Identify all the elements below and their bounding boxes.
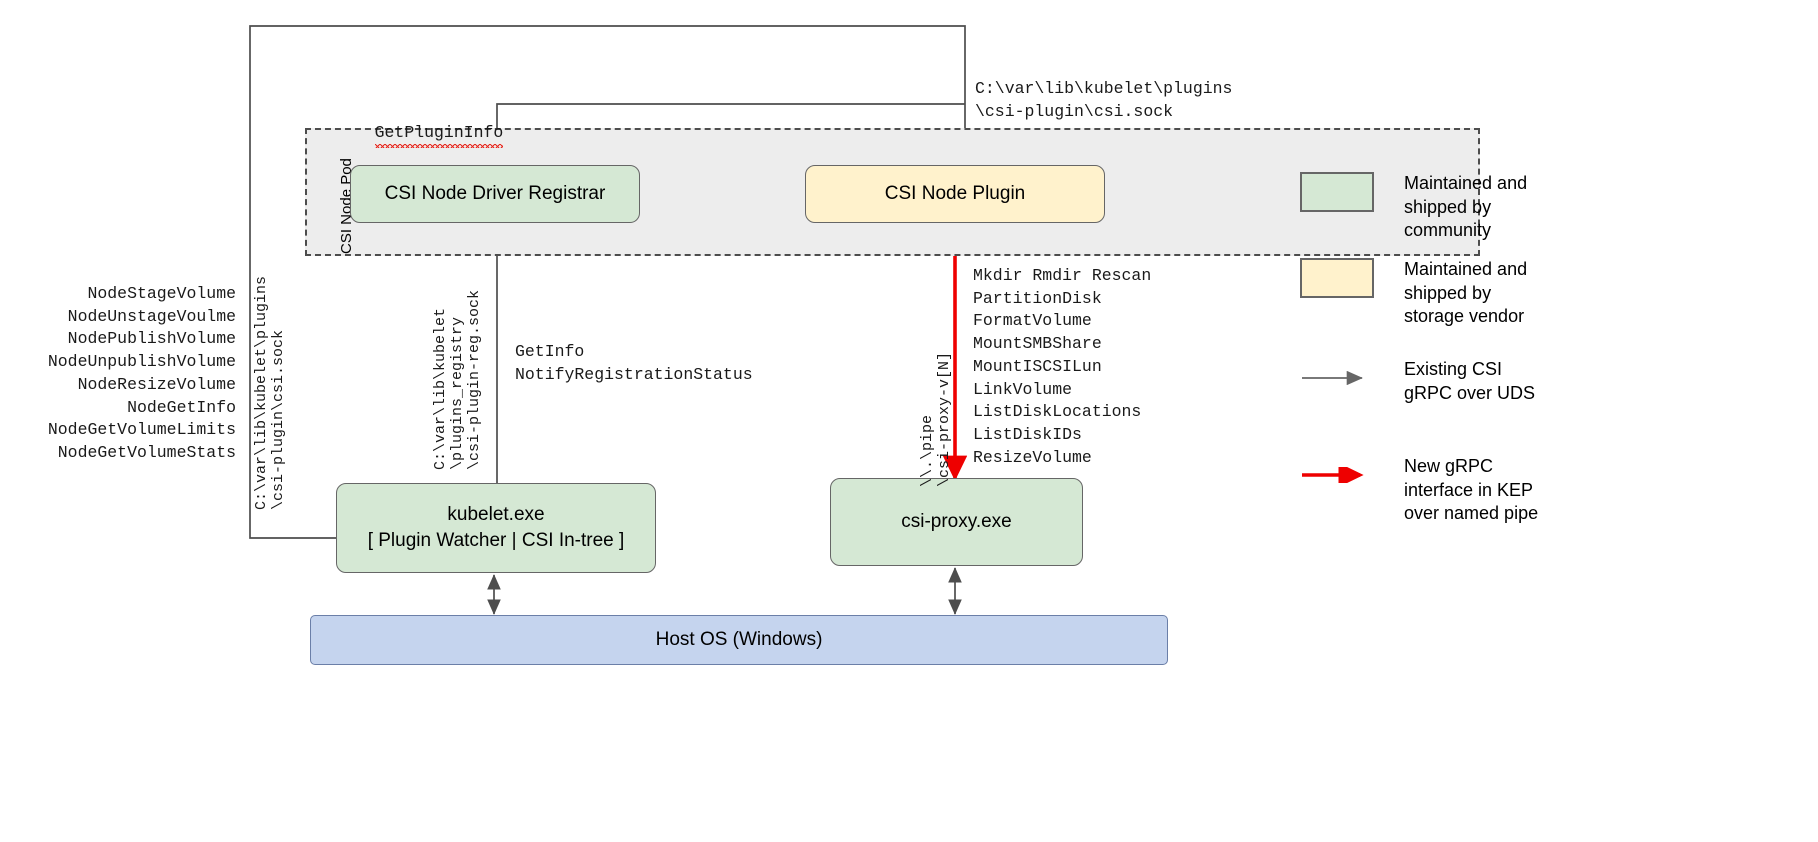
node-kubelet-exe-line1: kubelet.exe — [447, 504, 545, 526]
legend-swatch-storage-vendor — [1300, 258, 1374, 298]
legend-arrow-gray-cell — [1300, 358, 1374, 398]
legend-label-new-grpc: New gRPC interface in KEP over named pip… — [1404, 456, 1539, 523]
legend-item-existing-grpc: Existing CSI gRPC over UDS — [1300, 358, 1554, 405]
node-csi-node-driver-registrar-label: CSI Node Driver Registrar — [384, 183, 606, 205]
label-csi-sock-vertical: C:\var\lib\kubelet\plugins \csi-plugin\c… — [253, 276, 287, 511]
node-csi-node-plugin-label: CSI Node Plugin — [884, 183, 1026, 205]
label-registry-sock-vertical: C:\var\lib\kubelet \plugins_registry \cs… — [432, 290, 483, 471]
legend-label-community: Maintained and shipped by community — [1404, 173, 1528, 240]
legend-item-storage-vendor: Maintained and shipped by storage vendor — [1300, 258, 1554, 329]
legend-arrow-gray-icon — [1302, 371, 1363, 385]
label-plugin-socket-path: C:\var\lib\kubelet\plugins \csi-plugin\c… — [975, 79, 1233, 121]
label-get-plugin-info: GetPluginInfo — [335, 99, 503, 167]
node-csi-node-plugin[interactable]: CSI Node Plugin — [805, 165, 1105, 223]
legend-arrow-red-icon — [1302, 467, 1364, 483]
legend-label-existing-grpc: Existing CSI gRPC over UDS — [1404, 359, 1536, 403]
node-host-os-label: Host OS (Windows) — [655, 629, 823, 651]
node-csi-proxy-exe[interactable]: csi-proxy.exe — [830, 478, 1083, 566]
legend-item-new-grpc: New gRPC interface in KEP over named pip… — [1300, 455, 1554, 526]
node-host-os[interactable]: Host OS (Windows) — [310, 615, 1168, 665]
label-csi-proxy-api: Mkdir Rmdir Rescan PartitionDisk FormatV… — [973, 266, 1152, 467]
label-kubelet-csi-calls: NodeStageVolume NodeUnstageVoulme NodePu… — [47, 284, 236, 462]
node-csi-proxy-exe-label: csi-proxy.exe — [901, 511, 1012, 533]
node-kubelet-exe-line2: [ Plugin Watcher | CSI In-tree ] — [367, 530, 625, 551]
legend-item-community: Maintained and shipped by community — [1300, 172, 1554, 243]
legend-arrow-red-cell — [1300, 455, 1374, 495]
label-registrar-calls: GetInfo NotifyRegistrationStatus — [515, 342, 753, 384]
legend-label-storage-vendor: Maintained and shipped by storage vendor — [1404, 259, 1528, 326]
label-get-plugin-info-text: GetPluginInfo — [374, 122, 503, 149]
edge-kubelet-to-node-plugin — [249, 25, 972, 539]
node-kubelet-exe[interactable]: kubelet.exe [ Plugin Watcher | CSI In-tr… — [336, 483, 656, 573]
node-csi-node-driver-registrar[interactable]: CSI Node Driver Registrar — [350, 165, 640, 223]
label-named-pipe-vertical: \\.\pipe \csi-proxy-v[N] — [919, 352, 953, 488]
legend-swatch-community — [1300, 172, 1374, 212]
